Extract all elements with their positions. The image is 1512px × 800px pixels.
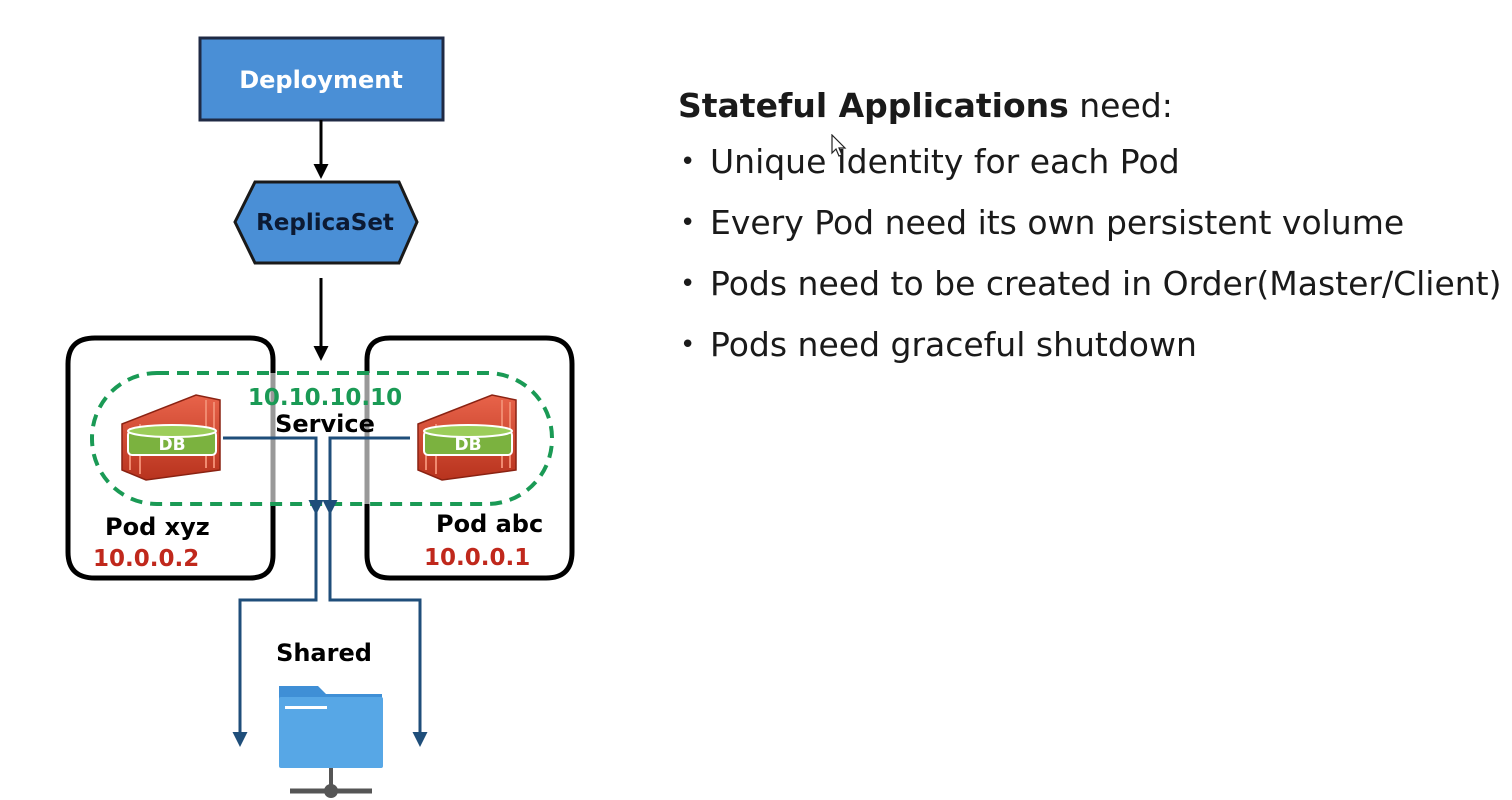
replicaset-node: ReplicaSet bbox=[233, 180, 419, 265]
pod-abc-name: Pod abc bbox=[436, 510, 543, 538]
bullet-icon: • bbox=[680, 208, 696, 238]
list-item-text: Pods need graceful shutdown bbox=[710, 325, 1197, 364]
storage-connections bbox=[223, 436, 428, 747]
replicaset-label: ReplicaSet bbox=[256, 210, 394, 236]
panel-heading: Stateful Applications need: bbox=[678, 82, 1512, 130]
requirements-panel: Stateful Applications need: • Unique Iden… bbox=[678, 82, 1512, 384]
heading-rest: need: bbox=[1068, 86, 1173, 125]
mouse-cursor-icon bbox=[831, 134, 847, 157]
kubernetes-diagram: Deployment ReplicaSet Pod xyz 10.0.0.2 P… bbox=[65, 36, 575, 798]
list-item: • Pods need to be created in Order(Master… bbox=[678, 262, 1512, 306]
db-label-right: DB bbox=[454, 435, 481, 455]
pod-xyz-ip: 10.0.0.2 bbox=[93, 546, 199, 572]
bullet-icon: • bbox=[680, 330, 696, 360]
deployment-label: Deployment bbox=[239, 66, 403, 94]
db-label-left: DB bbox=[158, 435, 185, 455]
bullet-icon: • bbox=[680, 269, 696, 299]
service-ip: 10.10.10.10 bbox=[248, 385, 402, 411]
list-item: • Pods need graceful shutdown bbox=[678, 323, 1512, 367]
list-item: • Unique Identity for each Pod bbox=[678, 140, 1512, 184]
network-folder-icon bbox=[279, 686, 383, 798]
list-item: • Every Pod need its own persistent volum… bbox=[678, 201, 1512, 245]
pod-xyz-name: Pod xyz bbox=[105, 513, 210, 541]
list-item-text: Every Pod need its own persistent volume bbox=[710, 203, 1405, 242]
list-item-text: Pods need to be created in Order(Master/… bbox=[710, 264, 1502, 303]
requirements-list: • Unique Identity for each Pod • Every Pod… bbox=[678, 140, 1512, 367]
shared-label: Shared bbox=[276, 639, 372, 667]
list-item-text: Unique Identity for each Pod bbox=[710, 142, 1180, 181]
deployment-node: Deployment bbox=[198, 36, 445, 122]
pod-abc-ip: 10.0.0.1 bbox=[424, 545, 530, 571]
db-container-left: DB bbox=[121, 394, 221, 481]
db-container-right: DB bbox=[417, 394, 517, 481]
heading-strong: Stateful Applications bbox=[678, 86, 1069, 125]
bullet-icon: • bbox=[680, 147, 696, 177]
service-label: Service bbox=[275, 410, 375, 438]
